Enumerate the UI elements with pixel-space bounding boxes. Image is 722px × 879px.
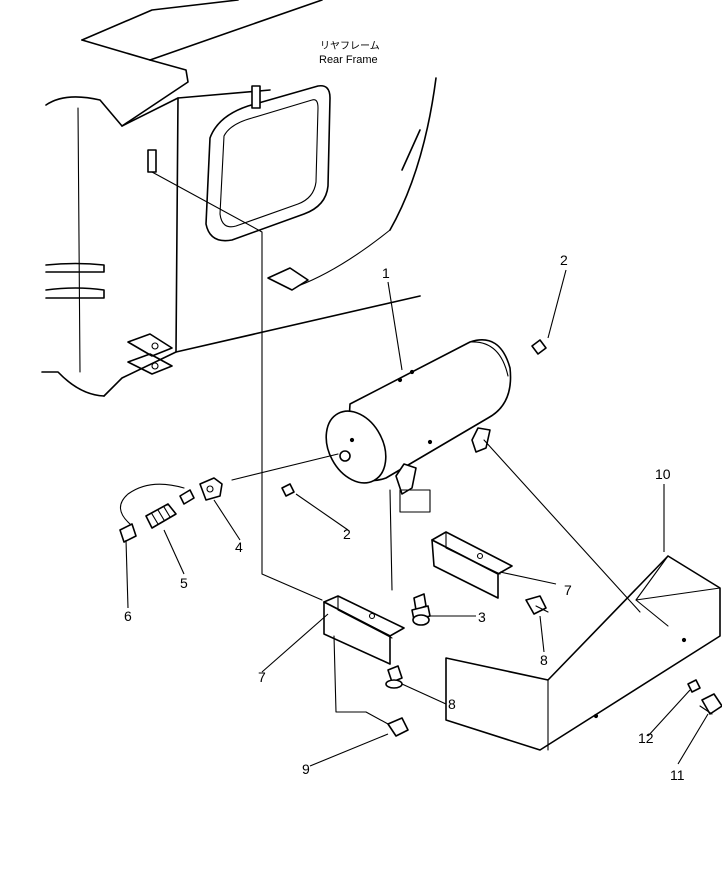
washer-12: [687, 679, 701, 693]
callout-8-right: 8: [540, 652, 548, 668]
bolt-9: [365, 711, 409, 737]
bracket-right: [431, 531, 513, 599]
plug-lower: [281, 483, 295, 497]
callout-3: 3: [478, 609, 486, 625]
callout-12: 12: [638, 730, 654, 746]
bolt-upper: [525, 595, 549, 615]
routing-line: [151, 171, 323, 601]
callout-2-lower: 2: [343, 526, 351, 542]
callout-5: 5: [180, 575, 188, 591]
bolt-11: [699, 693, 722, 715]
leader-lines: [125, 269, 709, 767]
rear-frame: [41, 0, 437, 397]
callout-8-lower: 8: [448, 696, 456, 712]
air-tank: [325, 339, 512, 513]
drain-valve: [411, 593, 431, 626]
coupler: [145, 489, 195, 529]
rear-frame-label-jp: リヤフレーム: [320, 41, 380, 52]
tank-cover: [445, 555, 721, 751]
callout-9: 9: [302, 761, 310, 777]
bolt-lower: [385, 665, 403, 689]
callout-7-left: 7: [258, 669, 266, 685]
rear-frame-label-en: Rear Frame: [319, 54, 378, 66]
bracket-left: [323, 595, 405, 665]
callout-4: 4: [235, 539, 243, 555]
callout-6: 6: [124, 608, 132, 624]
callout-2-upper: 2: [560, 252, 568, 268]
plug-right: [531, 339, 547, 355]
elbow-connector: [199, 477, 223, 501]
callout-1: 1: [382, 265, 390, 281]
cap-chain: [119, 483, 185, 543]
callout-11: 11: [670, 767, 685, 783]
callout-7-right: 7: [564, 582, 572, 598]
callout-10: 10: [655, 466, 671, 482]
